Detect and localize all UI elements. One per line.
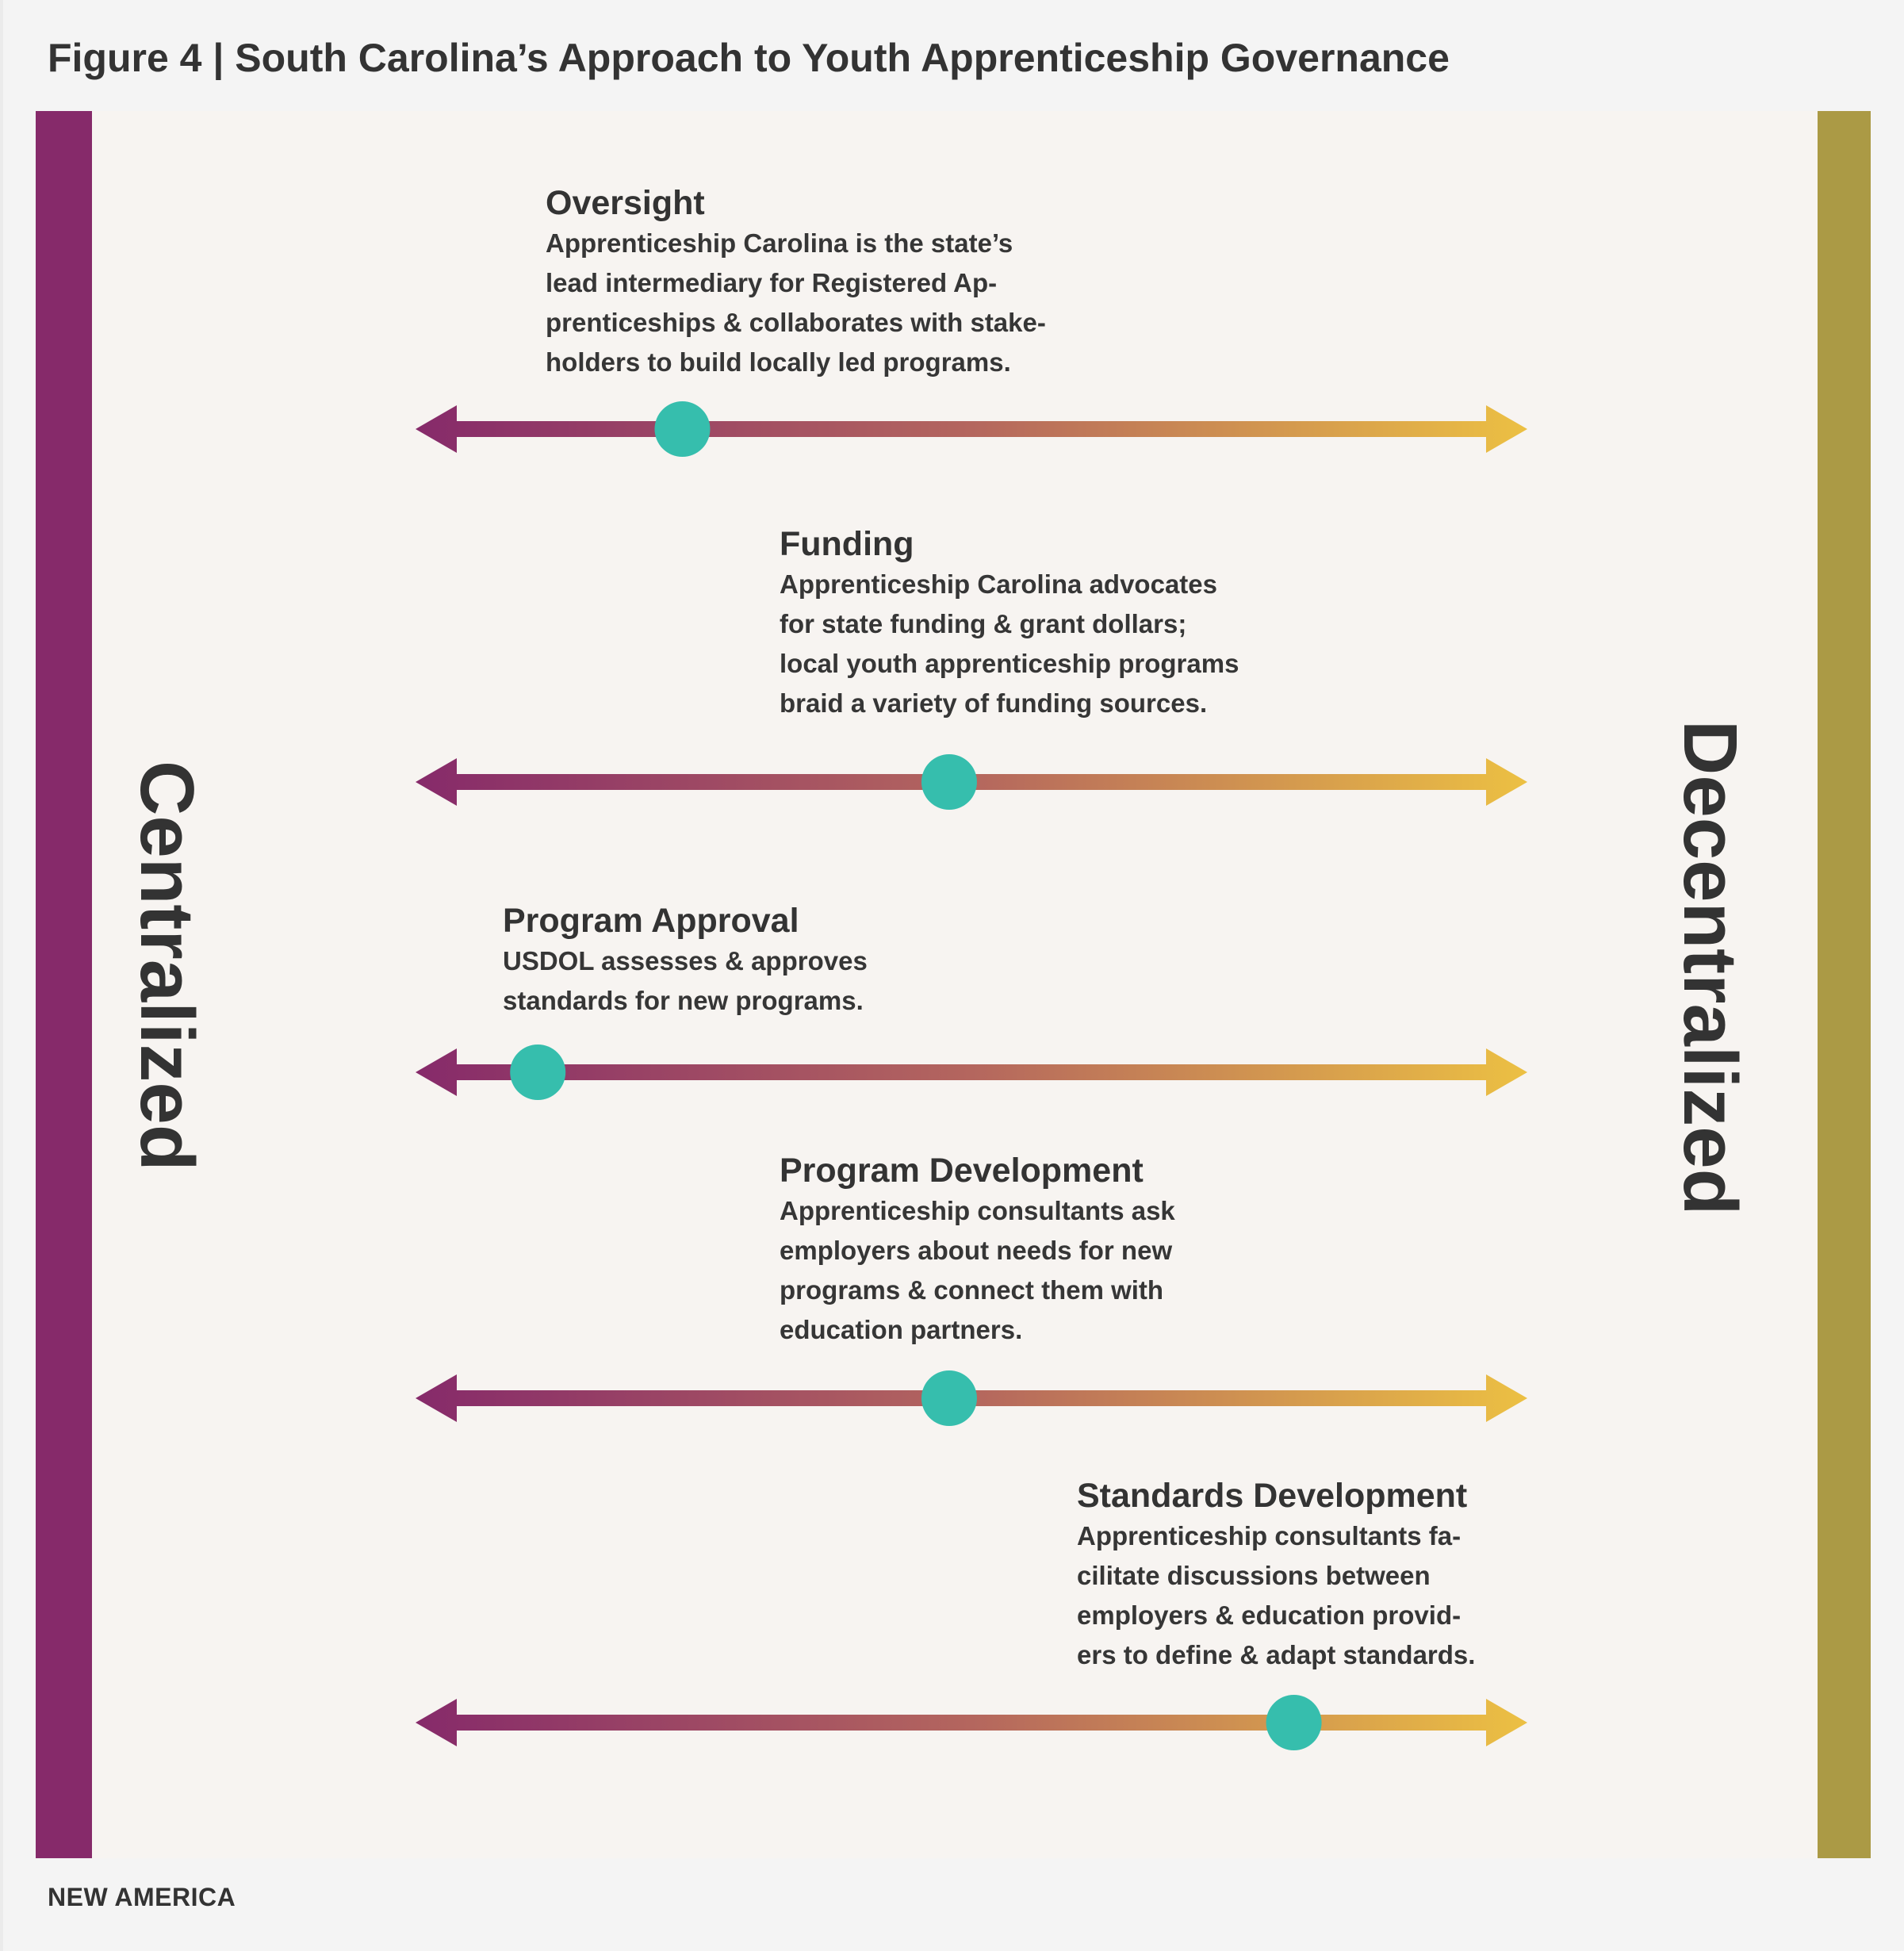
description-line: Apprenticeship Carolina advocates: [780, 569, 1217, 599]
item-title: Program Approval: [503, 902, 799, 940]
double-headed-arrow: [416, 1048, 1527, 1096]
item-description: Apprenticeship consultants fa- cilitate …: [1077, 1516, 1475, 1675]
position-marker: [921, 1370, 977, 1426]
centralized-bar: [36, 111, 92, 1858]
diagram-panel: [36, 111, 1871, 1858]
description-line: prenticeships & collaborates with stake-: [546, 308, 1046, 337]
figure-title: Figure 4 | South Carolina’s Approach to …: [48, 36, 1450, 80]
item-title: Standards Development: [1077, 1477, 1468, 1515]
description-line: employers about needs for new: [780, 1236, 1173, 1265]
scale-row: [416, 1695, 1527, 1750]
position-marker: [654, 401, 711, 457]
scale-row: [416, 401, 1527, 457]
item-program-approval: Program Approval USDOL assesses & approv…: [503, 900, 868, 1021]
decentralized-bar: [1818, 111, 1871, 1858]
item-description: Apprenticeship consultants ask employers…: [780, 1191, 1175, 1350]
double-headed-arrow: [416, 1699, 1527, 1746]
scale-row: [416, 1044, 1527, 1100]
item-standards-development: Standards Development Apprenticeship con…: [1077, 1475, 1475, 1675]
position-marker: [1266, 1695, 1322, 1750]
description-line: for state funding & grant dollars;: [780, 609, 1187, 638]
item-title: Funding: [780, 525, 914, 563]
item-title: Program Development: [780, 1152, 1144, 1190]
description-line: holders to build locally led programs.: [546, 347, 1011, 377]
description-line: braid a variety of funding sources.: [780, 688, 1208, 718]
item-title: Oversight: [546, 184, 705, 222]
description-line: ers to define & adapt standards.: [1077, 1640, 1476, 1669]
publisher-logo: NEW AMERICA: [48, 1883, 236, 1911]
item-description: Apprenticeship Carolina is the state’s l…: [546, 224, 1046, 382]
description-line: local youth apprenticeship programs: [780, 649, 1239, 678]
description-line: standards for new programs.: [503, 986, 864, 1015]
item-oversight: Oversight Apprenticeship Carolina is the…: [546, 182, 1046, 382]
position-marker: [510, 1044, 566, 1100]
description-line: Apprenticeship consultants fa-: [1077, 1521, 1462, 1550]
position-marker: [921, 754, 977, 810]
item-description: Apprenticeship Carolina advocates for st…: [780, 565, 1239, 723]
scale-row: [416, 754, 1527, 810]
description-line: employers & education provid-: [1077, 1600, 1462, 1630]
description-line: USDOL assesses & approves: [503, 946, 868, 976]
description-line: lead intermediary for Registered Ap-: [546, 268, 998, 297]
description-line: Apprenticeship consultants ask: [780, 1196, 1175, 1225]
page-edge: [0, 0, 3, 1951]
item-program-development: Program Development Apprenticeship consu…: [780, 1150, 1175, 1350]
description-line: education partners.: [780, 1315, 1023, 1344]
description-line: cilitate discussions between: [1077, 1561, 1431, 1590]
item-description: USDOL assesses & approves standards for …: [503, 941, 868, 1021]
description-line: programs & connect them with: [780, 1275, 1164, 1305]
scale-row: [416, 1370, 1527, 1426]
item-funding: Funding Apprenticeship Carolina advocate…: [780, 523, 1239, 723]
description-line: Apprenticeship Carolina is the state’s: [546, 228, 1013, 258]
double-headed-arrow: [416, 405, 1527, 453]
